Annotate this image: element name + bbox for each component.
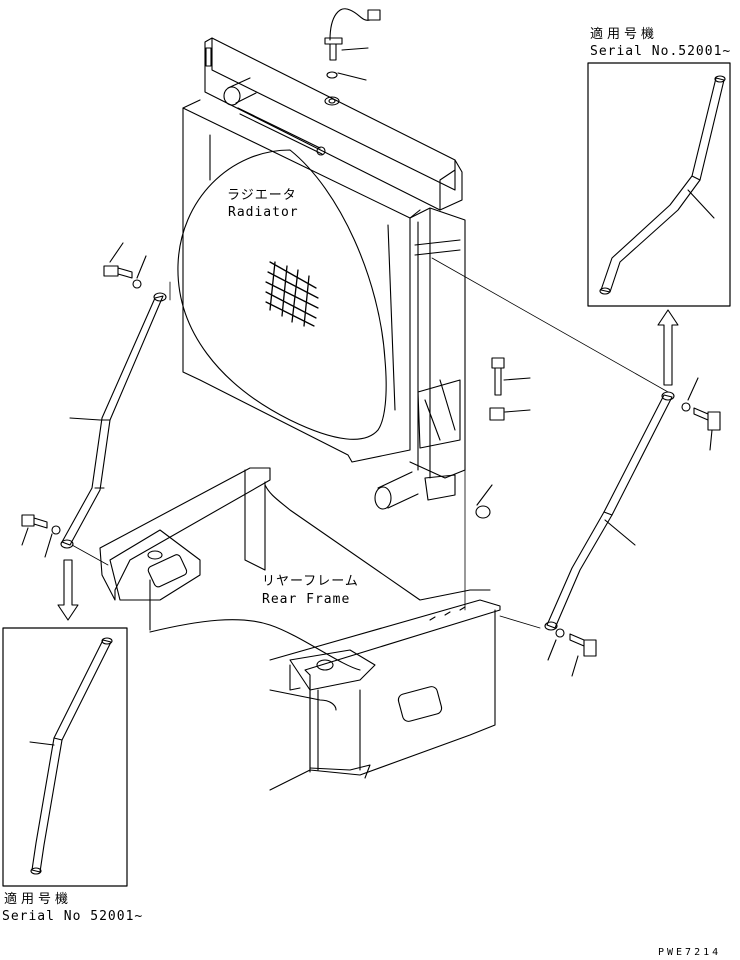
inset-right-serial-label: Serial No.52001~ xyxy=(590,44,732,59)
sensor-bolt xyxy=(324,37,343,61)
left-lower-bolt xyxy=(21,514,61,558)
overflow-tube xyxy=(237,107,323,155)
upper-inlet-pipe xyxy=(227,77,257,104)
filler-neck xyxy=(324,96,340,106)
left-down-arrow xyxy=(57,559,79,621)
right-stay-leader xyxy=(604,519,636,546)
drain-plug xyxy=(475,505,491,519)
inset-right xyxy=(587,62,731,307)
core-grid xyxy=(265,261,319,327)
radiator-assembly xyxy=(177,8,531,519)
radiator-core xyxy=(182,107,411,463)
alignment-lines xyxy=(71,257,669,629)
radiator-label-en: Radiator xyxy=(228,205,299,220)
frame-left-rail xyxy=(99,467,271,601)
mount-nut xyxy=(489,407,505,421)
drawing-code: PWE7214 xyxy=(658,947,722,958)
right-lower-bolt xyxy=(547,628,597,677)
left-upper-bolt xyxy=(103,242,147,289)
inset-right-rod xyxy=(600,77,725,293)
lower-outlet-pipe xyxy=(377,471,419,509)
radiator-top-tank xyxy=(204,37,463,211)
right-up-arrow xyxy=(657,309,679,386)
radiator-label-jp: ラジエータ xyxy=(227,188,297,203)
inset-left-serial-label: Serial No 52001~ xyxy=(2,909,144,924)
mount-bolt xyxy=(491,357,505,396)
inset-right-applicable-label: 適用号機 xyxy=(590,27,659,42)
frame-right-box xyxy=(269,599,501,776)
frame-cross-member xyxy=(149,619,361,671)
rear-frame-label-en: Rear Frame xyxy=(262,592,351,607)
left-stay-rod xyxy=(60,292,167,549)
sensor-cable xyxy=(329,8,371,41)
inset-left-rod xyxy=(31,639,112,873)
fan-shroud xyxy=(177,149,387,440)
inset-right-frame xyxy=(587,62,731,307)
rear-frame-label-jp: リヤーフレーム xyxy=(262,574,359,589)
right-stay-rod xyxy=(544,391,675,631)
inset-left-applicable-label: 適用号機 xyxy=(4,892,73,907)
inset-left xyxy=(2,627,128,887)
right-upper-bolt xyxy=(681,377,721,451)
right-side-bracket xyxy=(409,207,466,479)
inset-left-frame xyxy=(2,627,128,887)
left-stay-leader xyxy=(69,417,101,421)
rear-frame xyxy=(99,467,501,791)
